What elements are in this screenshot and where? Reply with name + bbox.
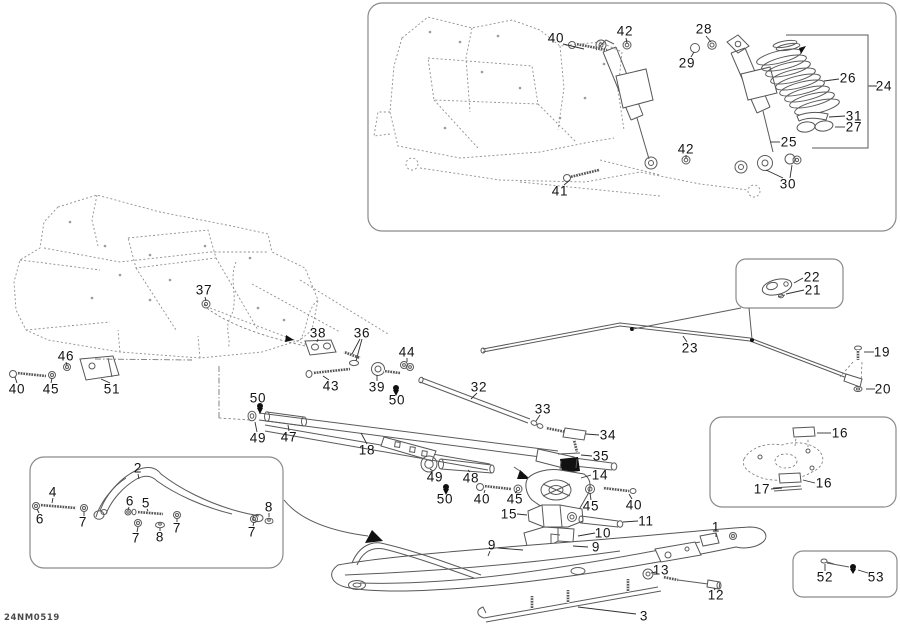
- leader-line-40: [628, 493, 633, 500]
- leader-line-14: [580, 474, 592, 479]
- saddle-15: [527, 504, 584, 528]
- leader-line-36: [351, 338, 361, 355]
- part-code: 24NM0519: [4, 613, 60, 623]
- bumper-handle: [32, 466, 274, 529]
- leader-line-49: [254, 421, 258, 433]
- o-ring: [690, 43, 700, 53]
- leader-line-45: [514, 490, 518, 494]
- leader-line-30: [789, 164, 793, 179]
- leader-line-5: [146, 508, 149, 512]
- leader-line-34: [585, 433, 600, 436]
- leader-line-49: [429, 468, 434, 472]
- inset-box-shock: [367, 2, 897, 232]
- leader-line-38: [316, 338, 319, 343]
- shock-assembled: [563, 39, 691, 182]
- leader-line-22: [793, 277, 804, 284]
- leader-line-23: [682, 335, 688, 343]
- leader-line-33: [535, 414, 541, 422]
- inset-box-clip: [792, 550, 898, 598]
- leader-line-48: [467, 469, 471, 473]
- leader-line-40: [483, 489, 486, 494]
- leader-line-32: [470, 392, 478, 400]
- shock-exploded: [690, 34, 802, 174]
- leader-line-35: [580, 454, 593, 457]
- leader-line-4: [51, 497, 54, 504]
- leader-lines: [14, 35, 877, 615]
- shim-17: [772, 485, 803, 492]
- runner: [477, 579, 662, 623]
- leader-line-15: [516, 513, 528, 516]
- leader-line-45: [50, 377, 53, 384]
- leader-line-30: [765, 169, 784, 179]
- inset-box-spindle-housing: [709, 416, 897, 508]
- leader-line-2: [137, 473, 140, 480]
- leader-line-41: [563, 179, 571, 186]
- steering-rod: [480, 278, 863, 392]
- leader-line-37: [204, 296, 207, 302]
- ski: [331, 526, 767, 592]
- pin-11: [580, 515, 619, 528]
- leader-line-10: [577, 532, 596, 537]
- frame-sketch-top: [373, 16, 761, 198]
- inset-box-steering-plate: [735, 258, 844, 309]
- frame-hardware: [9, 299, 414, 421]
- insert-16-bottom: [778, 472, 802, 484]
- leader-line-7: [252, 521, 255, 527]
- bumper-stop: [796, 121, 816, 133]
- leader-line-46: [65, 361, 68, 366]
- clip-parts: [820, 558, 856, 574]
- leader-line-28: [705, 35, 712, 43]
- frame-sketch-left: [13, 194, 389, 359]
- tie-rod: [418, 376, 587, 453]
- pin-50-icons: [257, 385, 449, 495]
- leader-line-9: [572, 545, 589, 548]
- leader-line-47: [287, 424, 290, 432]
- leader-line-9: [497, 547, 524, 551]
- leader-line-21: [785, 289, 805, 295]
- leader-line-40: [562, 43, 585, 50]
- leader-line-16: [802, 479, 816, 484]
- leader-line-17: [770, 487, 783, 490]
- ski-handle: [351, 542, 482, 576]
- leader-line-12: [713, 587, 716, 591]
- spring-seat: [796, 111, 829, 122]
- leader-line-31: [828, 115, 846, 118]
- leader-line-6: [36, 508, 40, 514]
- leader-line-45: [589, 492, 592, 501]
- leader-line-51: [100, 378, 111, 384]
- inset-box-bumper: [29, 456, 284, 569]
- a-arm: [247, 410, 618, 479]
- leader-line-7: [136, 526, 139, 533]
- leader-line-26: [823, 78, 840, 82]
- reference-arrow: [283, 499, 383, 543]
- leader-line-11: [622, 520, 639, 523]
- insert-16-top: [792, 426, 816, 438]
- spindle: [476, 452, 637, 578]
- leader-line-9: [487, 550, 491, 557]
- leader-line-40: [14, 376, 18, 384]
- leader-line-18: [360, 432, 368, 445]
- leader-line-13: [650, 571, 657, 574]
- leader-line-29: [690, 51, 695, 58]
- leader-line-43: [322, 375, 330, 381]
- leader-line-53: [857, 569, 869, 574]
- spindle-housing: [742, 426, 824, 492]
- leader-line-36: [355, 338, 363, 362]
- leader-line-6: [127, 506, 130, 511]
- leader-line-42: [625, 37, 628, 44]
- leader-line-3: [577, 606, 637, 615]
